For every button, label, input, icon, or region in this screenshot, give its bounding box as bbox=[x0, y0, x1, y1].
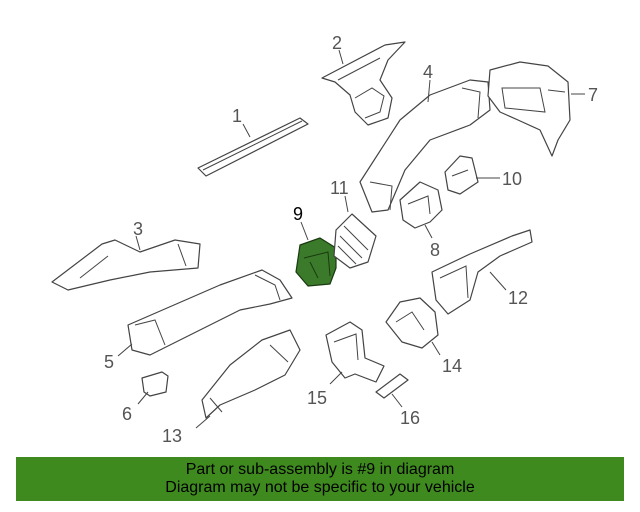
part-14-duct[interactable] bbox=[385, 297, 439, 349]
part-5-duct[interactable] bbox=[127, 269, 293, 356]
callout-7: 7 bbox=[588, 85, 598, 105]
banner-line-2: Diagram may not be specific to your vehi… bbox=[165, 479, 475, 496]
callout-14: 14 bbox=[442, 356, 462, 376]
callout-6: 6 bbox=[122, 404, 132, 424]
callout-5: 5 bbox=[104, 352, 114, 372]
callout-9: 9 bbox=[293, 204, 303, 224]
part-1-duct[interactable] bbox=[197, 117, 309, 177]
callout-1: 1 bbox=[232, 106, 242, 126]
part-10-duct[interactable] bbox=[444, 155, 479, 195]
part-11-grille[interactable] bbox=[333, 213, 377, 269]
part-13-duct[interactable] bbox=[201, 329, 301, 419]
parts-diagram: 1 2 3 4 5 6 7 bbox=[51, 33, 598, 446]
callout-4: 4 bbox=[423, 62, 433, 82]
callout-12: 12 bbox=[508, 288, 528, 308]
part-4-duct[interactable] bbox=[359, 79, 491, 213]
callout-8: 8 bbox=[430, 240, 440, 260]
part-3-duct[interactable] bbox=[51, 239, 201, 291]
callout-16: 16 bbox=[400, 408, 420, 428]
part-8-duct[interactable] bbox=[399, 181, 443, 229]
part-15-duct[interactable] bbox=[325, 321, 385, 383]
part-12-duct[interactable] bbox=[431, 229, 533, 315]
info-banner: Part or sub-assembly is #9 in diagram Di… bbox=[16, 457, 624, 501]
banner-line-1: Part or sub-assembly is #9 in diagram bbox=[185, 461, 455, 478]
part-16-strip[interactable] bbox=[375, 373, 409, 399]
callout-11: 11 bbox=[330, 178, 349, 198]
callout-13: 13 bbox=[162, 426, 182, 446]
part-9-highlighted[interactable] bbox=[295, 237, 337, 287]
callout-10: 10 bbox=[502, 169, 522, 189]
callout-2: 2 bbox=[332, 33, 342, 53]
part-6-bracket[interactable] bbox=[141, 371, 169, 397]
part-7-housing[interactable] bbox=[487, 61, 571, 157]
part-2-duct[interactable] bbox=[321, 41, 406, 126]
callout-15: 15 bbox=[307, 388, 327, 408]
callout-3: 3 bbox=[133, 219, 143, 239]
